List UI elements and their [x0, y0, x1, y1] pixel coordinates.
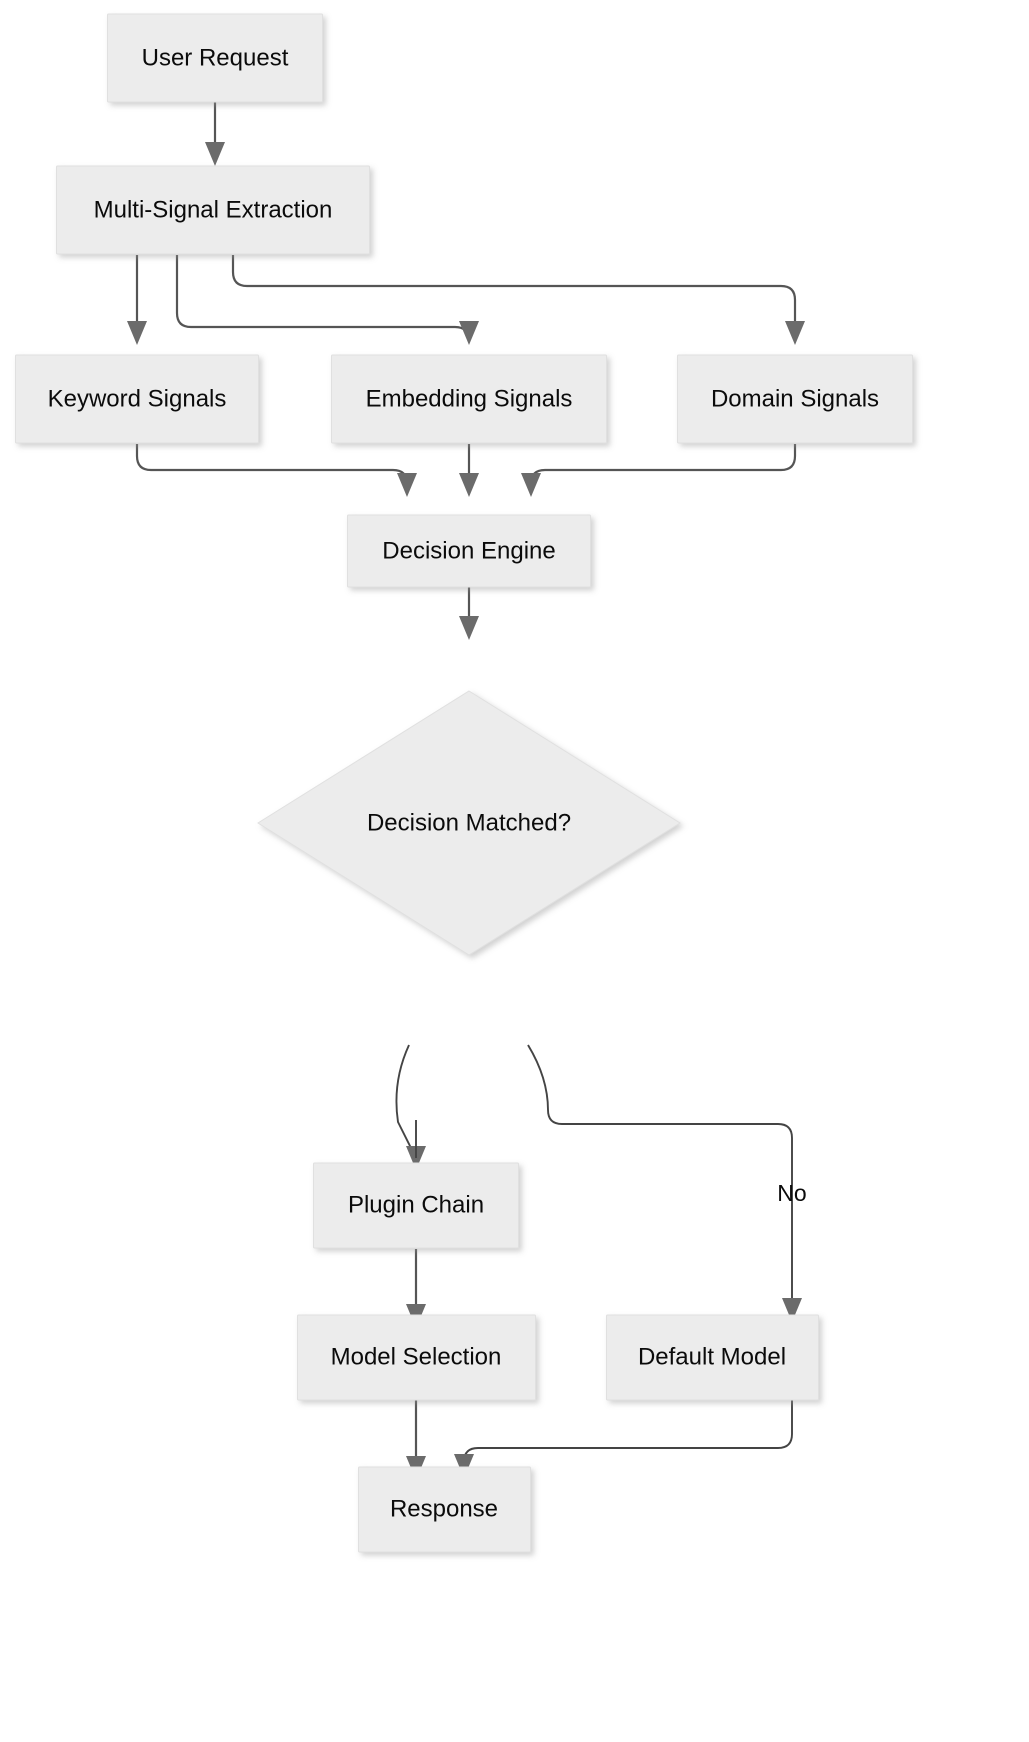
node-user-request-label: User Request [142, 44, 289, 71]
node-decision-matched[interactable]: Decision Matched? [257, 690, 681, 956]
node-domain-signals-shape[interactable] [677, 354, 913, 444]
node-keyword-signals-label: Keyword Signals [48, 385, 227, 412]
node-model-selection-label: Model Selection [331, 1343, 502, 1370]
node-keyword-signals-shape[interactable] [15, 354, 259, 444]
node-domain-signals[interactable]: Domain Signals [677, 354, 913, 444]
node-decision-matched-shape[interactable] [257, 690, 681, 956]
node-decision-engine-label: Decision Engine [382, 537, 555, 564]
node-layer: User Request Multi-Signal Extraction Key… [15, 13, 913, 1553]
node-plugin-chain-shape[interactable] [313, 1162, 519, 1249]
node-model-selection[interactable]: Model Selection [297, 1314, 536, 1401]
edge-decision-matched-to-default-model: No [527, 1044, 807, 1322]
node-user-request[interactable]: User Request [107, 13, 323, 103]
node-response-label: Response [390, 1495, 498, 1522]
arrowhead [459, 321, 479, 345]
node-default-model-shape[interactable] [606, 1314, 819, 1401]
node-multi-signal-extraction-shape[interactable] [56, 165, 370, 255]
arrowhead [785, 321, 805, 345]
node-embedding-signals-shape[interactable] [331, 354, 607, 444]
node-embedding-signals[interactable]: Embedding Signals [331, 354, 607, 444]
edge-multi-signal-to-keyword-signals [127, 255, 147, 345]
node-multi-signal-extraction-label: Multi-Signal Extraction [94, 196, 333, 223]
node-multi-signal-extraction[interactable]: Multi-Signal Extraction [56, 165, 370, 255]
edge-default-model-to-response [454, 1400, 793, 1478]
node-domain-signals-label: Domain Signals [711, 385, 879, 412]
node-model-selection-shape[interactable] [297, 1314, 536, 1401]
node-decision-engine-shape[interactable] [347, 514, 591, 588]
edge-domain-signals-to-decision-engine [521, 444, 797, 497]
node-embedding-signals-label: Embedding Signals [366, 385, 573, 412]
node-decision-matched-label: Decision Matched? [367, 809, 571, 836]
edge-embedding-signals-to-decision-engine [459, 444, 479, 497]
arrowhead [454, 1454, 474, 1478]
arrowhead [459, 616, 479, 640]
arrowhead [205, 142, 225, 166]
edge-decision-engine-to-decision-matched [459, 587, 479, 640]
edge-multi-signal-to-embedding-signals [175, 255, 479, 345]
node-plugin-chain[interactable]: Plugin Chain [313, 1162, 519, 1249]
node-default-model-label: Default Model [638, 1343, 786, 1370]
node-default-model[interactable]: Default Model [606, 1314, 819, 1401]
arrowhead [397, 473, 417, 497]
edge-user-request-to-multi-signal [205, 102, 225, 166]
node-response[interactable]: Response [358, 1466, 531, 1553]
node-decision-engine[interactable]: Decision Engine [347, 514, 591, 588]
edge-multi-signal-to-domain-signals [231, 255, 805, 345]
node-plugin-chain-label: Plugin Chain [348, 1191, 484, 1218]
arrowhead [782, 1298, 802, 1322]
arrowhead [521, 473, 541, 497]
edge-keyword-signals-to-decision-engine [135, 444, 417, 497]
node-keyword-signals[interactable]: Keyword Signals [15, 354, 259, 444]
arrowhead [127, 321, 147, 345]
node-user-request-shape[interactable] [107, 13, 323, 103]
node-response-shape[interactable] [358, 1466, 531, 1553]
edge-label-no: No [777, 1180, 806, 1206]
arrowhead [459, 473, 479, 497]
